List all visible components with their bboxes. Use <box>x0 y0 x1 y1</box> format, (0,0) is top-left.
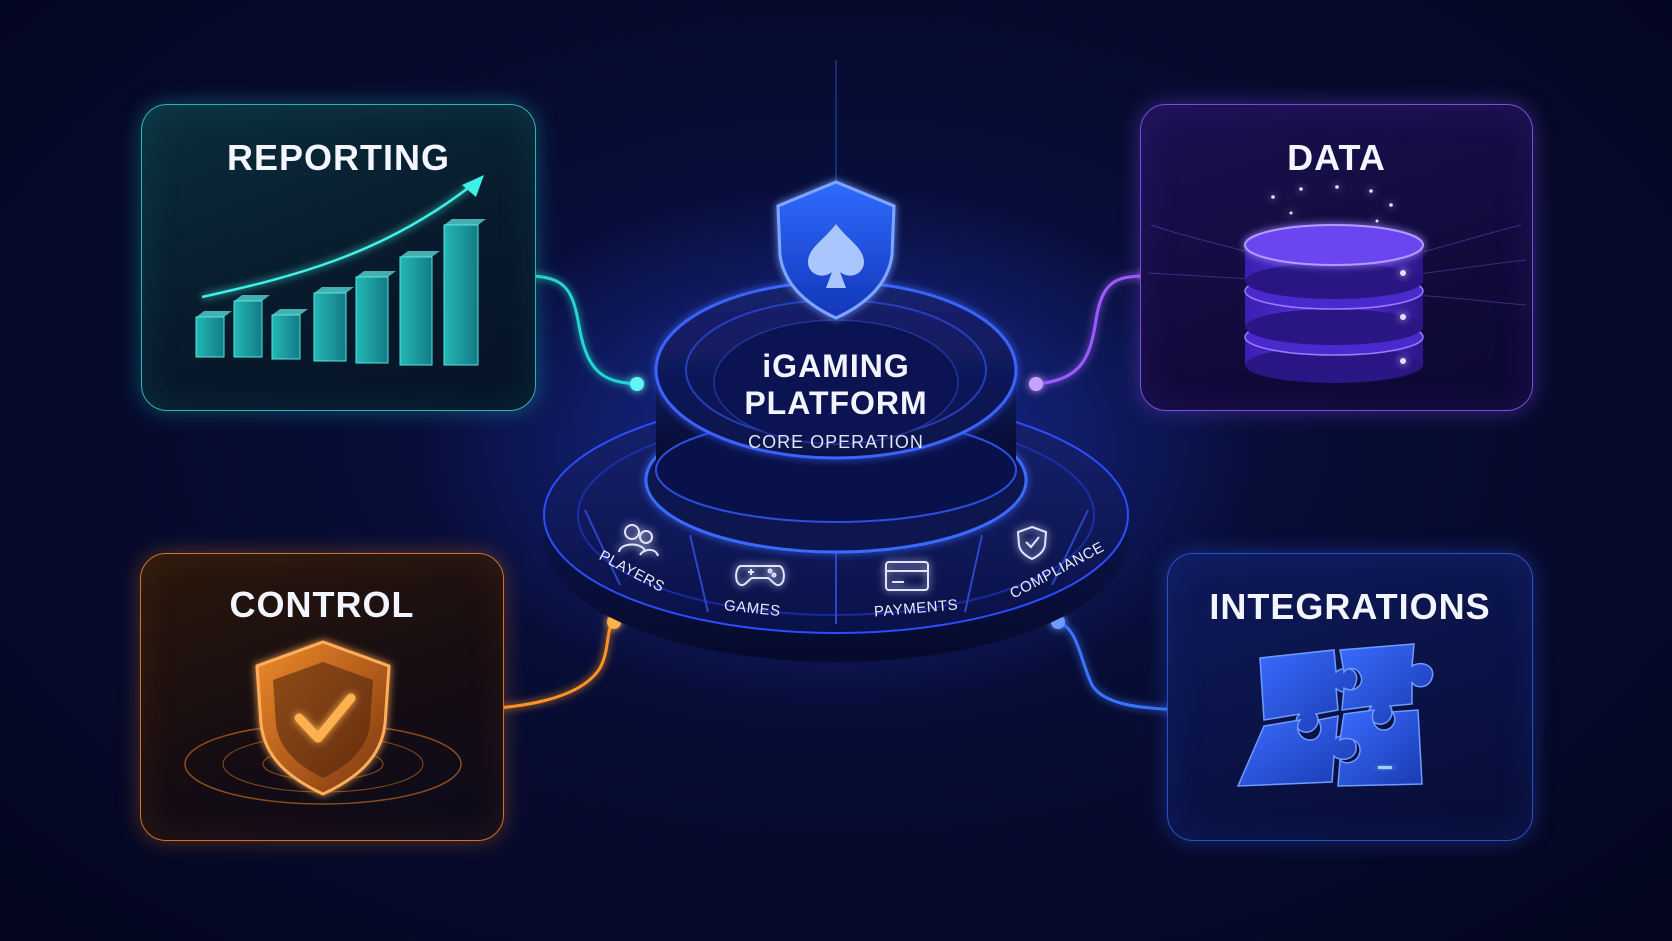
hub-title: iGAMING <box>762 348 910 384</box>
puzzle-icon <box>1236 643 1434 787</box>
gamepad-icon <box>735 565 785 587</box>
control-title: CONTROL <box>229 584 415 625</box>
integrations-card[interactable]: INTEGRATIONS <box>1167 553 1533 841</box>
data-title: DATA <box>1287 137 1386 178</box>
control-card[interactable]: CONTROL <box>140 553 504 841</box>
database-icon <box>1148 185 1527 383</box>
users-icon <box>618 524 659 557</box>
hub-subtitle: CORE OPERATION <box>748 432 924 452</box>
hub-title-line2: PLATFORM <box>744 385 928 421</box>
credit-card-icon <box>885 561 929 591</box>
integrations-title: INTEGRATIONS <box>1209 586 1491 627</box>
reporting-title: REPORTING <box>226 137 450 178</box>
data-card[interactable]: DATA <box>1140 104 1533 411</box>
bar-chart-growth-icon <box>195 175 486 366</box>
spade-shield-icon <box>776 180 896 320</box>
shield-check-icon <box>184 640 462 805</box>
reporting-card[interactable]: REPORTING <box>141 104 536 411</box>
platform-hub <box>543 280 1129 662</box>
shield-check-icon <box>1016 525 1048 561</box>
